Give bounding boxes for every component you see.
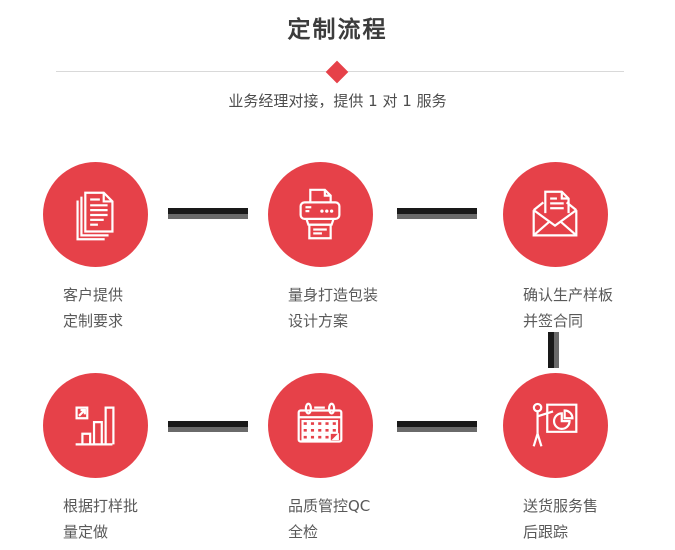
documents-icon [64, 184, 126, 246]
step-label: 根据打样批 量定做 [63, 497, 139, 541]
step-circle [502, 373, 608, 478]
step-customer-requirements: 客户提供 定制要求 [10, 162, 180, 334]
step-circle [502, 162, 608, 267]
step-circle [267, 373, 373, 478]
connector-horizontal-4 [397, 421, 477, 432]
step-label: 品质管控QC 全检 [288, 497, 371, 541]
step-label: 量身打造包装 设计方案 [288, 286, 379, 330]
presenter-icon [524, 395, 586, 457]
printer-icon [289, 184, 351, 246]
calendar-icon [289, 395, 351, 457]
connector-horizontal-3 [168, 421, 248, 432]
step-sample-contract: 确认生产样板 并签合同 [470, 162, 640, 334]
page-title: 定制流程 [287, 17, 388, 43]
step-circle [42, 373, 148, 478]
connector-horizontal-2 [397, 208, 477, 219]
envelope-icon [524, 184, 586, 246]
connector-horizontal-1 [168, 208, 248, 219]
step-label: 送货服务售 后跟踪 [523, 497, 599, 541]
connector-vertical-1 [548, 332, 559, 368]
step-delivery-tracking: 送货服务售 后跟踪 [470, 373, 640, 545]
diamond-icon [325, 60, 349, 84]
page-subtitle: 业务经理对接，提供 1 对 1 服务 [228, 92, 447, 110]
step-label: 客户提供 定制要求 [63, 286, 124, 330]
step-packaging-design: 量身打造包装 设计方案 [235, 162, 405, 334]
step-quality-control: 品质管控QC 全检 [235, 373, 405, 545]
step-circle [42, 162, 148, 267]
step-batch-production: 根据打样批 量定做 [10, 373, 180, 545]
step-label: 确认生产样板 并签合同 [523, 286, 614, 330]
step-circle [267, 162, 373, 267]
bar-chart-icon [64, 395, 126, 457]
